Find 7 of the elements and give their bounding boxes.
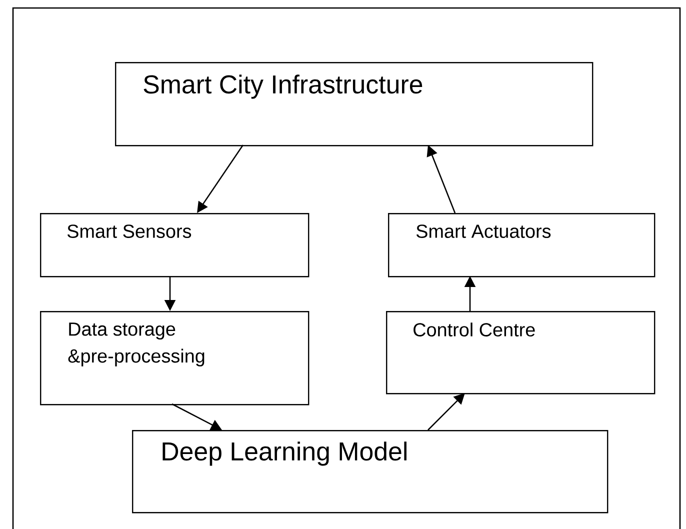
process-box: Smart City Infrastructure [115, 62, 594, 146]
process-box: Control Centre [386, 311, 656, 394]
process-box: Smart Sensors [40, 213, 310, 278]
process-box: Data storage &pre-processing [40, 311, 310, 406]
process-box: Smart Actuators [388, 213, 656, 278]
process-box: Deep Learning Model [132, 430, 608, 514]
arrow [428, 393, 465, 430]
